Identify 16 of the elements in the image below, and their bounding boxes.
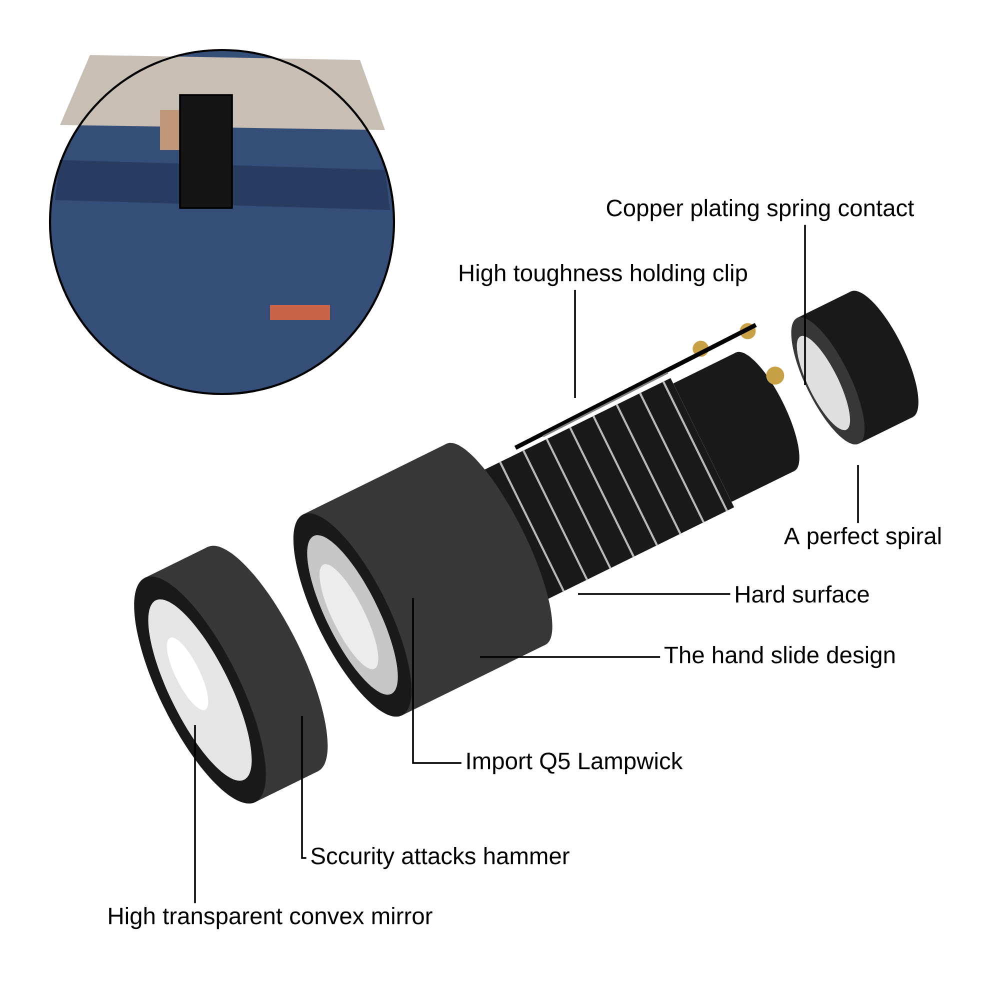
callout-text: Import Q5 Lampwick xyxy=(467,752,683,774)
leader-line xyxy=(412,598,462,764)
leader-line xyxy=(194,725,196,904)
callout-text: High transparent convex mirror xyxy=(109,906,432,930)
callout-text: High toughness holding clip xyxy=(460,264,747,286)
leader-line xyxy=(857,465,859,524)
leader-line xyxy=(480,656,660,658)
callout-text: Sccurity attacks hammer xyxy=(311,846,570,870)
leader-line xyxy=(578,593,730,595)
callout-text: The hand slide design xyxy=(664,646,894,668)
leader-line xyxy=(574,290,576,398)
callout-text: Hard surface xyxy=(736,585,869,603)
callout-text: A perfect spiral xyxy=(784,526,940,550)
leader-line xyxy=(301,716,306,859)
leader-line xyxy=(804,224,806,385)
callout-text: Copper plating spring contact xyxy=(606,198,914,222)
